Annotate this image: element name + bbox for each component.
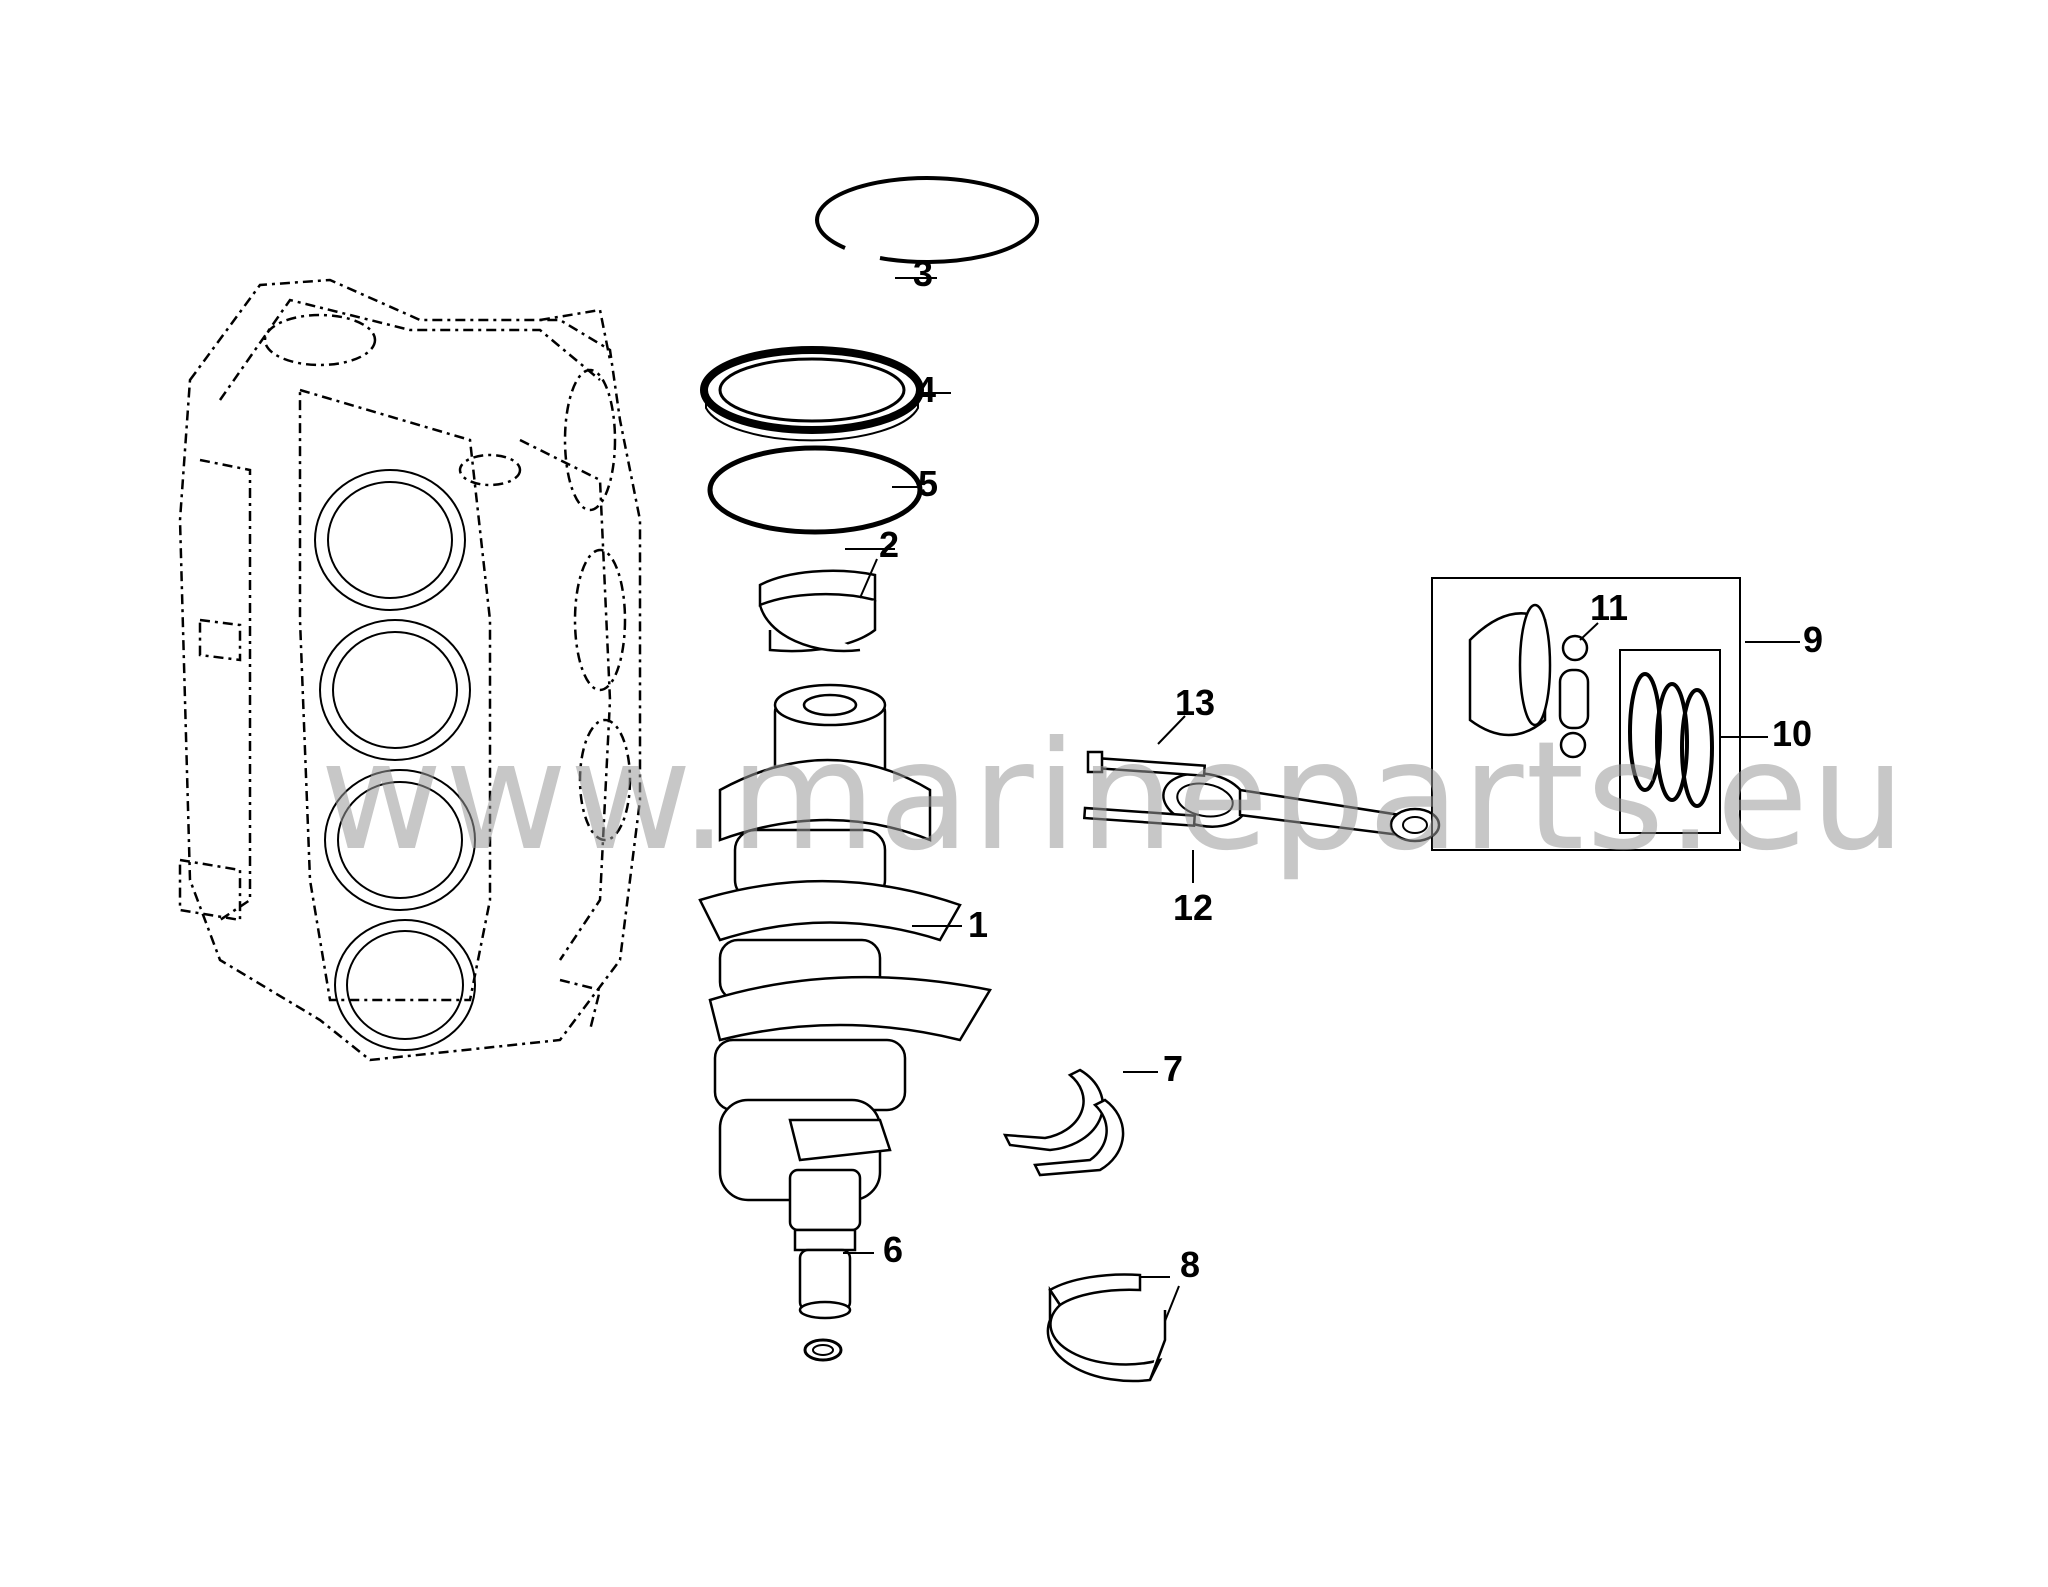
piston-kit-box bbox=[1431, 577, 1741, 851]
connecting-rod bbox=[1162, 772, 1441, 843]
callout-6: 6 bbox=[883, 1229, 903, 1270]
callout-3: 3 bbox=[913, 253, 933, 294]
callout-12: 12 bbox=[1173, 887, 1213, 928]
thrust-washers bbox=[1002, 1068, 1125, 1177]
retaining-ring bbox=[815, 176, 1040, 265]
callout-8: 8 bbox=[1180, 1244, 1200, 1285]
main-bearing-upper bbox=[758, 569, 877, 653]
callout-labels: 1 2 3 4 5 6 7 8 9 10 11 12 13 bbox=[879, 253, 1823, 1285]
callout-2: 2 bbox=[879, 524, 899, 565]
watermark: www.marineparts.eu bbox=[320, 710, 1908, 884]
crankshaft-seal-small bbox=[803, 1338, 843, 1362]
piston-ring-set bbox=[1619, 649, 1721, 834]
crankshaft bbox=[698, 683, 992, 1320]
oil-seal bbox=[700, 346, 924, 442]
callout-4: 4 bbox=[916, 369, 936, 410]
callout-7: 7 bbox=[1163, 1048, 1183, 1089]
callout-11: 11 bbox=[1590, 587, 1628, 628]
connecting-rod-bolts bbox=[1082, 750, 1207, 827]
cylinder-block bbox=[178, 278, 642, 1062]
callout-9: 9 bbox=[1803, 619, 1823, 660]
callout-13: 13 bbox=[1175, 682, 1215, 723]
main-bearing-lower bbox=[1046, 1273, 1167, 1383]
o-ring bbox=[707, 445, 923, 535]
callout-1: 1 bbox=[968, 904, 988, 945]
piston-pin-and-clips bbox=[1558, 634, 1590, 759]
callout-5: 5 bbox=[918, 463, 938, 504]
callout-10: 10 bbox=[1772, 713, 1812, 754]
piston bbox=[1468, 603, 1552, 737]
leader-lines bbox=[843, 277, 1800, 1322]
